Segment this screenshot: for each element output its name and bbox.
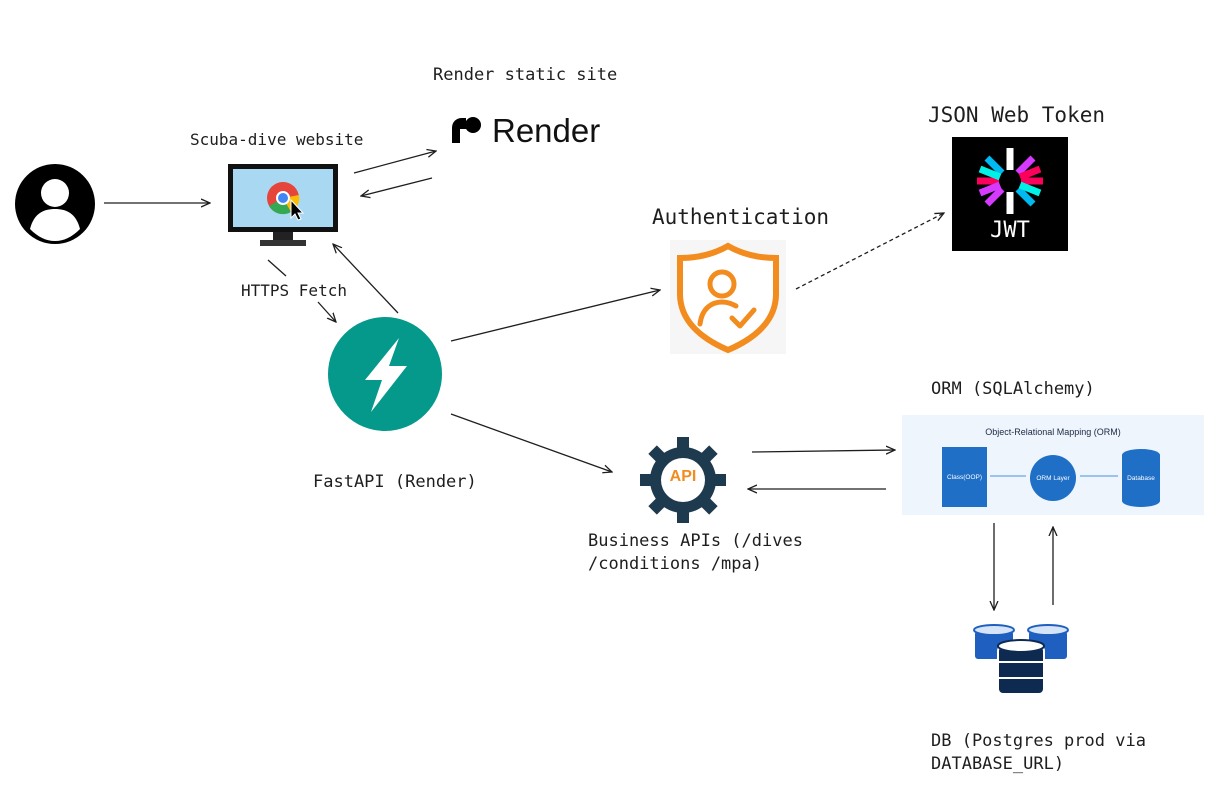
user-icon [15, 164, 95, 244]
orm-arrow-left [990, 475, 1026, 477]
arrow-fastapi-to-auth [450, 290, 660, 342]
arrow-fastapi-to-website [333, 244, 399, 314]
arrow-api-to-orm [751, 450, 895, 452]
https-fetch-label: HTTPS Fetch [241, 281, 347, 300]
jwt-wordmark: JWT [990, 218, 1030, 243]
fastapi-logo-icon [328, 317, 442, 431]
render-static-site-label: Render static site [433, 65, 618, 85]
business-apis-label-line1: Business APIs (/dives [588, 531, 803, 551]
business-apis-label-line2: /conditions /mpa) [588, 554, 762, 574]
api-wordmark: API [669, 468, 697, 485]
line-website-to-https [267, 259, 287, 277]
jwt-logo-icon: JWT [952, 137, 1068, 251]
orm-arrow-right [1080, 475, 1118, 477]
api-gear-icon [640, 437, 726, 523]
orm-diagram-title: Object-Relational Mapping (ORM) [985, 427, 1121, 437]
monitor-chrome-icon [228, 164, 338, 246]
auth-shield-icon [670, 240, 786, 354]
database-icon [973, 624, 1069, 695]
render-wordmark: Render [492, 112, 601, 149]
orm-title-label: ORM (SQLAlchemy) [931, 379, 1095, 399]
arrow-render-to-website [361, 177, 433, 196]
fastapi-label: FastAPI (Render) [313, 472, 477, 492]
render-logo-icon [452, 117, 481, 143]
arrow-website-to-render [353, 151, 436, 174]
authentication-label: Authentication [652, 205, 830, 229]
scuba-website-label: Scuba-dive website [190, 130, 364, 149]
arrow-fastapi-to-api [450, 413, 612, 472]
orm-layer-circle: ORM Layer [1030, 455, 1076, 501]
orm-database-cylinder: Database [1122, 449, 1160, 507]
arrow-https-to-fastapi [317, 301, 336, 322]
orm-diagram: Object-Relational Mapping (ORM) Class(OO… [902, 415, 1204, 515]
orm-class-block: Class(OOP) [942, 447, 987, 507]
db-label-line1: DB (Postgres prod via [931, 731, 1146, 751]
db-label-line2: DATABASE_URL) [931, 754, 1065, 774]
jwt-title-label: JSON Web Token [928, 103, 1106, 127]
